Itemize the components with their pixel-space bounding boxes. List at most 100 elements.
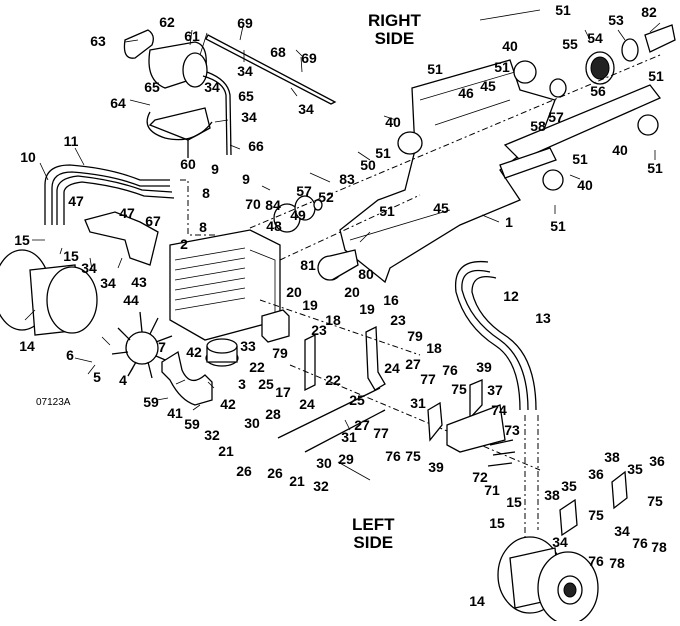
callout-9: 9 bbox=[242, 171, 250, 187]
left-side-title-line2: SIDE bbox=[353, 532, 394, 552]
callout-57: 57 bbox=[548, 109, 564, 125]
callout-81: 81 bbox=[300, 257, 316, 273]
alignment-line bbox=[289, 364, 541, 471]
callout-51: 51 bbox=[572, 151, 588, 167]
callout-16: 16 bbox=[383, 292, 399, 308]
callout-52: 52 bbox=[318, 189, 334, 205]
alignment-line bbox=[524, 415, 539, 540]
callout-76: 76 bbox=[442, 362, 458, 378]
callout-69: 69 bbox=[237, 15, 253, 31]
box-part-33 bbox=[261, 309, 290, 343]
callout-51: 51 bbox=[494, 59, 510, 75]
callout-76: 76 bbox=[588, 553, 604, 569]
alignment-line bbox=[249, 54, 661, 229]
callout-50: 50 bbox=[360, 157, 376, 173]
callout-28: 28 bbox=[265, 406, 281, 422]
leader-lines bbox=[24, 9, 661, 481]
callout-25: 25 bbox=[258, 376, 274, 392]
callout-38: 38 bbox=[604, 449, 620, 465]
callout-34: 34 bbox=[614, 523, 630, 539]
callout-51: 51 bbox=[379, 203, 395, 219]
callout-65: 65 bbox=[144, 79, 160, 95]
callout-40: 40 bbox=[577, 177, 593, 193]
right-side-title-line1: RIGHT bbox=[368, 11, 421, 30]
callout-55: 55 bbox=[562, 36, 578, 52]
callout-4: 4 bbox=[119, 372, 127, 388]
callout-84: 84 bbox=[265, 197, 281, 213]
hydraulic-motor-part-14-upper bbox=[0, 249, 98, 336]
callout-31: 31 bbox=[341, 429, 357, 445]
callout-17: 17 bbox=[275, 384, 291, 400]
right-side-title: RIGHT SIDE bbox=[368, 12, 421, 48]
filter-canister-part-61 bbox=[148, 41, 208, 89]
callout-27: 27 bbox=[405, 356, 421, 372]
callout-68: 68 bbox=[270, 44, 286, 60]
callout-32: 32 bbox=[313, 478, 329, 494]
sleeve-part-82 bbox=[644, 24, 676, 53]
hydraulic-motor-part-14-lower bbox=[497, 536, 599, 625]
callout-63: 63 bbox=[90, 33, 106, 49]
callout-15: 15 bbox=[63, 248, 79, 264]
callout-43: 43 bbox=[131, 274, 147, 290]
callout-58: 58 bbox=[530, 118, 546, 134]
callout-73: 73 bbox=[504, 422, 520, 438]
callout-30: 30 bbox=[244, 415, 260, 431]
callout-79: 79 bbox=[272, 345, 288, 361]
callout-23: 23 bbox=[390, 312, 406, 328]
lever-part-16 bbox=[365, 325, 386, 391]
callout-57: 57 bbox=[296, 183, 312, 199]
hose-part-12-13 bbox=[454, 260, 537, 411]
callout-13: 13 bbox=[535, 310, 551, 326]
callout-40: 40 bbox=[385, 114, 401, 130]
left-side-title-line1: LEFT bbox=[352, 515, 395, 534]
callout-32: 32 bbox=[204, 427, 220, 443]
callout-75: 75 bbox=[405, 448, 421, 464]
callout-15: 15 bbox=[489, 515, 505, 531]
callout-83: 83 bbox=[339, 171, 355, 187]
callout-76: 76 bbox=[385, 448, 401, 464]
alignment-line bbox=[279, 194, 421, 261]
callout-76: 76 bbox=[632, 535, 648, 551]
callout-77: 77 bbox=[373, 425, 389, 441]
callout-30: 30 bbox=[316, 455, 332, 471]
callout-31: 31 bbox=[410, 395, 426, 411]
callout-10: 10 bbox=[20, 149, 36, 165]
callout-82: 82 bbox=[641, 4, 657, 20]
callout-34: 34 bbox=[552, 534, 568, 550]
callout-34: 34 bbox=[241, 109, 257, 125]
pulley-part-49 bbox=[273, 195, 323, 233]
callout-33: 33 bbox=[240, 338, 256, 354]
bracket-part-37 bbox=[446, 404, 506, 453]
callout-14: 14 bbox=[19, 338, 35, 354]
frame-rail-upper bbox=[499, 84, 662, 179]
callout-21: 21 bbox=[289, 473, 305, 489]
callout-51: 51 bbox=[648, 68, 664, 84]
callout-20: 20 bbox=[286, 284, 302, 300]
left-side-title: LEFT SIDE bbox=[352, 516, 395, 552]
callout-36: 36 bbox=[588, 466, 604, 482]
callout-39: 39 bbox=[476, 359, 492, 375]
callout-42: 42 bbox=[186, 344, 202, 360]
callout-20: 20 bbox=[344, 284, 360, 300]
callout-53: 53 bbox=[608, 12, 624, 28]
callout-22: 22 bbox=[249, 359, 265, 375]
callout-38: 38 bbox=[544, 487, 560, 503]
callout-51: 51 bbox=[550, 218, 566, 234]
rod-part-28 bbox=[277, 387, 381, 439]
callout-51: 51 bbox=[427, 61, 443, 77]
callout-8: 8 bbox=[199, 219, 207, 235]
callout-40: 40 bbox=[612, 142, 628, 158]
rubber-mount-part-40 bbox=[397, 60, 659, 191]
callout-34: 34 bbox=[100, 275, 116, 291]
clutch-part-3 bbox=[205, 338, 239, 367]
callout-59: 59 bbox=[184, 416, 200, 432]
callout-14: 14 bbox=[469, 593, 485, 609]
callout-59: 59 bbox=[143, 394, 159, 410]
callout-80: 80 bbox=[358, 266, 374, 282]
plate-part-67 bbox=[84, 211, 159, 266]
callout-34: 34 bbox=[237, 63, 253, 79]
callout-75: 75 bbox=[588, 507, 604, 523]
callout-18: 18 bbox=[426, 340, 442, 356]
callout-41: 41 bbox=[167, 405, 183, 421]
